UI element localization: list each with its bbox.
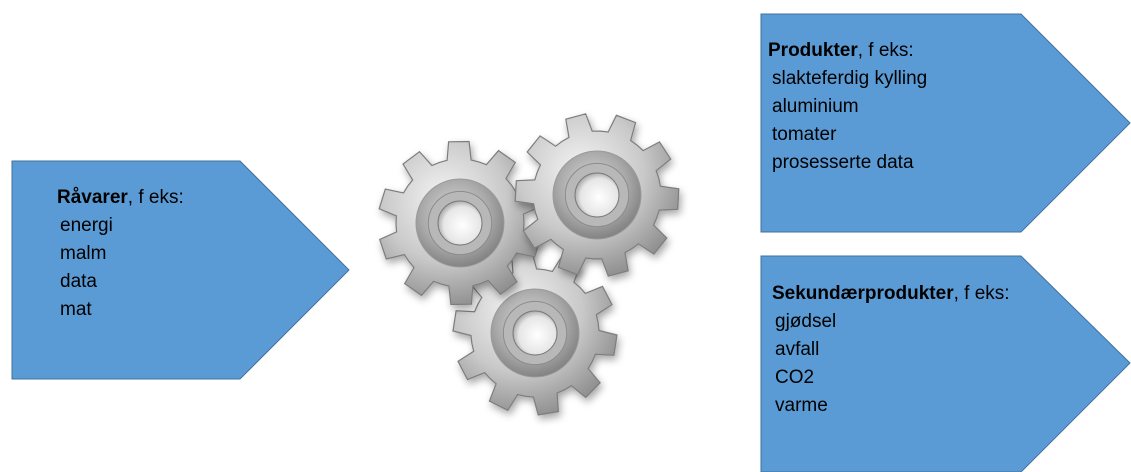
secondary-list: gjødsel avfall CO2 varme [775, 308, 1010, 420]
gear-right-icon [514, 113, 680, 277]
gear-bottom-icon [452, 250, 618, 416]
products-item: prosesserte data [772, 152, 914, 173]
secondary-suffix: , f eks: [953, 283, 1010, 304]
secondary-arrow: Sekundærprodukter, f eks: gjødsel avfall… [760, 255, 1131, 472]
products-list: slakteferdig kylling aluminium tomater p… [772, 65, 927, 177]
secondary-item: CO2 [775, 367, 815, 388]
input-arrow-shape [11, 160, 350, 380]
products-label: Produkter [768, 40, 858, 61]
secondary-text: Sekundærprodukter, f eks: gjødsel avfall… [772, 280, 1010, 420]
input-item: malm [60, 243, 107, 264]
input-label: Råvarer [57, 187, 128, 208]
input-item: energi [60, 215, 113, 236]
products-heading: Produkter, f eks: [768, 37, 927, 65]
input-arrow: Råvarer, f eks: energi malm data mat [11, 160, 350, 380]
gear-left-icon [378, 140, 542, 306]
input-suffix: , f eks: [127, 187, 184, 208]
secondary-heading: Sekundærprodukter, f eks: [772, 280, 1010, 308]
input-item: data [60, 271, 97, 292]
input-item: mat [60, 299, 92, 320]
secondary-arrow-shape [760, 255, 1131, 472]
products-item: tomater [772, 124, 837, 145]
products-suffix: , f eks: [857, 40, 914, 61]
secondary-item: varme [775, 395, 828, 416]
products-item: slakteferdig kylling [772, 68, 928, 89]
input-heading: Råvarer, f eks: [57, 184, 184, 212]
secondary-item: gjødsel [775, 311, 837, 332]
input-list: energi malm data mat [60, 212, 184, 324]
input-text: Råvarer, f eks: energi malm data mat [57, 184, 184, 324]
products-arrow: Produkter, f eks: slakteferdig kylling a… [760, 13, 1131, 233]
secondary-item: avfall [775, 339, 820, 360]
products-arrow-shape [760, 13, 1131, 233]
products-item: aluminium [772, 96, 859, 117]
products-text: Produkter, f eks: slakteferdig kylling a… [768, 37, 927, 177]
secondary-label: Sekundærprodukter [772, 283, 954, 304]
gears-icon [378, 113, 680, 416]
